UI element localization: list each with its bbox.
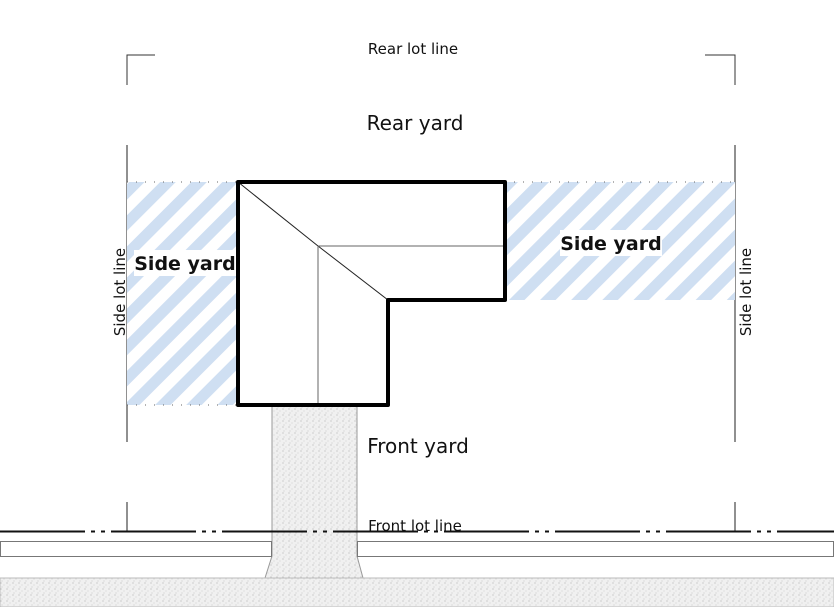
rear-right-corner-bracket: [705, 54, 736, 85]
side-yard-left-label: Side yard: [134, 253, 235, 275]
road: [0, 577, 834, 607]
rear-left-corner-bracket: [126, 54, 155, 85]
front-yard-label: Front yard: [367, 434, 469, 458]
rear-yard-label: Rear yard: [367, 111, 464, 135]
side-yard-left-area: [127, 182, 238, 405]
side-lot-line-right-label: Side lot line: [737, 248, 755, 336]
side-yard-right-label: Side yard: [560, 233, 661, 255]
side-lot-line-left-label: Side lot line: [111, 248, 129, 336]
sidewalk-left: [0, 541, 272, 557]
rear-lot-line-label: Rear lot line: [368, 40, 458, 58]
sidewalk-right: [357, 541, 834, 557]
house-footprint: [236, 180, 507, 407]
driveway: [264, 404, 364, 579]
front-lot-line-label: Front lot line: [368, 517, 462, 535]
